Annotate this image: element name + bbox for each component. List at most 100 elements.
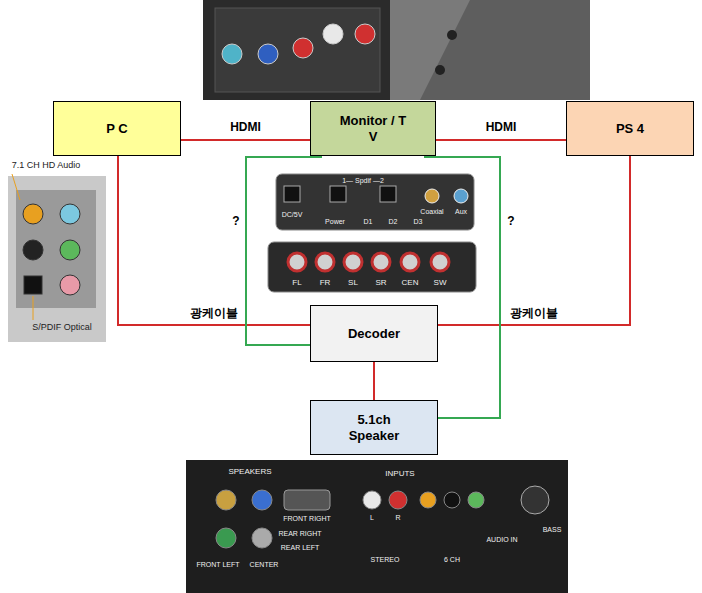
cable-label: ? (230, 215, 241, 228)
port-label: R (395, 514, 400, 522)
box-label: P C (106, 121, 127, 137)
port-label: SR (375, 279, 386, 288)
port-label: CENTER (250, 561, 279, 569)
speaker-jack (216, 490, 236, 510)
audio-jack (60, 240, 80, 260)
box-label: PS 4 (616, 121, 644, 137)
decoder-photo (276, 174, 474, 230)
cable-label: 광케이블 (508, 307, 560, 320)
port-label: FL (292, 279, 301, 288)
cable-line (181, 139, 310, 141)
dc-socket (284, 186, 300, 202)
coaxial-port (425, 189, 439, 203)
port-label: SPEAKERS (228, 468, 271, 477)
audio-jack (23, 240, 43, 260)
leader-line (33, 296, 34, 320)
pc-audio-photo (8, 158, 106, 342)
speaker-panel-photo (186, 460, 568, 593)
cable-label: HDMI (228, 121, 263, 134)
cable-line (424, 157, 500, 418)
rca-port (363, 491, 381, 509)
device-box: Monitor / T V (310, 101, 436, 156)
screw-hole (447, 30, 457, 40)
port-label: DC/5V (282, 211, 303, 219)
box-label: 5.1ch Speaker (339, 412, 409, 443)
bass-knob (521, 486, 549, 514)
leader-line (12, 174, 20, 200)
port-label: 6 CH (444, 556, 460, 564)
db9-connector (284, 490, 330, 510)
speaker-jack (252, 528, 272, 548)
port-label: FR (320, 279, 331, 288)
audio-jack (23, 204, 43, 224)
pc-audio-photo (8, 158, 106, 176)
port-label: BASS (543, 526, 562, 534)
audio-jack (60, 204, 80, 224)
rca-port (323, 24, 343, 44)
port-label: Coaxial (420, 208, 443, 216)
device-box: Decoder (310, 305, 438, 362)
tv-panel-photo (390, 0, 470, 100)
port-label: D3 (414, 218, 423, 226)
box-label: Decoder (348, 326, 400, 342)
speaker-jack (216, 528, 236, 548)
rca-port (431, 253, 449, 271)
cable-line (438, 156, 630, 325)
rca-port (288, 253, 306, 271)
audio-jack (420, 492, 436, 508)
rca-port (258, 44, 278, 64)
port-label: STEREO (371, 556, 400, 564)
port-label: SL (348, 279, 358, 288)
port-label: SW (434, 279, 447, 288)
port-label: D2 (389, 218, 398, 226)
port-label: INPUTS (385, 470, 414, 479)
port-label: 1— Spdif —2 (342, 177, 384, 185)
rca-port (372, 253, 390, 271)
port-label: REAR RIGHT (278, 530, 321, 538)
tv-panel-photo (390, 0, 590, 100)
tv-panel-photo (203, 0, 590, 100)
optical-port (380, 186, 396, 202)
audio-jack (468, 492, 484, 508)
rca-port (293, 38, 313, 58)
cable-label: ? (505, 215, 516, 228)
port-label: FRONT RIGHT (283, 515, 331, 523)
cable-line (373, 362, 375, 400)
port-label: Aux (455, 208, 467, 216)
optical-port (24, 276, 42, 294)
aux-port (454, 189, 468, 203)
port-label: Power (325, 218, 345, 226)
device-box: 5.1ch Speaker (310, 400, 438, 455)
audio-jack (444, 492, 460, 508)
port-label: 7.1 CH HD Audio (12, 161, 81, 171)
port-label: D1 (364, 218, 373, 226)
tv-port-plate (215, 8, 380, 92)
speaker-jack (252, 490, 272, 510)
rca-port (355, 24, 375, 44)
device-box: P C (53, 101, 181, 156)
port-label: S/PDIF Optical (32, 323, 92, 333)
port-label: CEN (402, 279, 419, 288)
rca-port (344, 253, 362, 271)
rca-port (401, 253, 419, 271)
optical-port (330, 186, 346, 202)
cable-label: 광케이블 (188, 307, 240, 320)
cable-label: HDMI (484, 121, 519, 134)
port-label: AUDIO IN (486, 536, 517, 544)
audio-jack (60, 275, 80, 295)
port-label: REAR LEFT (281, 544, 320, 552)
cable-line (436, 139, 566, 141)
device-box: PS 4 (566, 101, 694, 156)
rca-port (222, 44, 242, 64)
decoder-photo (268, 242, 476, 292)
screw-hole (435, 65, 445, 75)
pc-audio-plate (16, 190, 96, 308)
box-label: Monitor / T V (338, 113, 408, 144)
port-label: FRONT LEFT (196, 561, 239, 569)
cable-line (118, 156, 310, 325)
rca-port (316, 253, 334, 271)
port-label: L (370, 514, 374, 522)
